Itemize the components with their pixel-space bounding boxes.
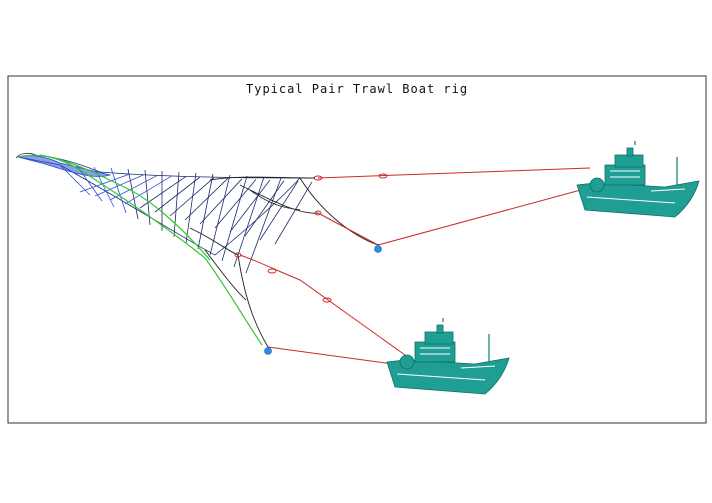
mesh-line <box>274 181 313 245</box>
trawler-boat-icon <box>386 318 510 395</box>
mesh-line <box>124 175 173 205</box>
clump-weight-icon <box>264 346 272 355</box>
diagram-title: Typical Pair Trawl Boat rig <box>246 82 468 96</box>
mesh-line <box>139 176 187 209</box>
headline-line <box>39 154 211 261</box>
mesh-line <box>221 175 248 262</box>
mesh-line <box>169 177 215 217</box>
trawler-boat-icon <box>576 141 700 218</box>
mesh-line <box>184 177 229 221</box>
mesh-line <box>197 173 214 250</box>
mesh-line <box>109 174 159 201</box>
mesh-line <box>209 174 231 256</box>
mesh-line <box>185 172 197 244</box>
mesh-line <box>199 178 243 225</box>
mesh-line <box>127 168 139 220</box>
mesh-line <box>259 180 299 241</box>
warp-lines <box>239 167 591 366</box>
mesh-line <box>229 179 271 233</box>
shackle-links <box>234 173 388 303</box>
mesh-line <box>173 171 180 238</box>
mesh-line <box>233 176 265 268</box>
diagram-frame <box>7 75 707 424</box>
clump-weight-icon <box>374 244 382 253</box>
mesh-line <box>79 173 131 193</box>
mesh-line <box>214 179 257 229</box>
mesh-line <box>154 176 201 213</box>
mesh-line <box>110 167 127 214</box>
mesh-line <box>244 180 285 237</box>
